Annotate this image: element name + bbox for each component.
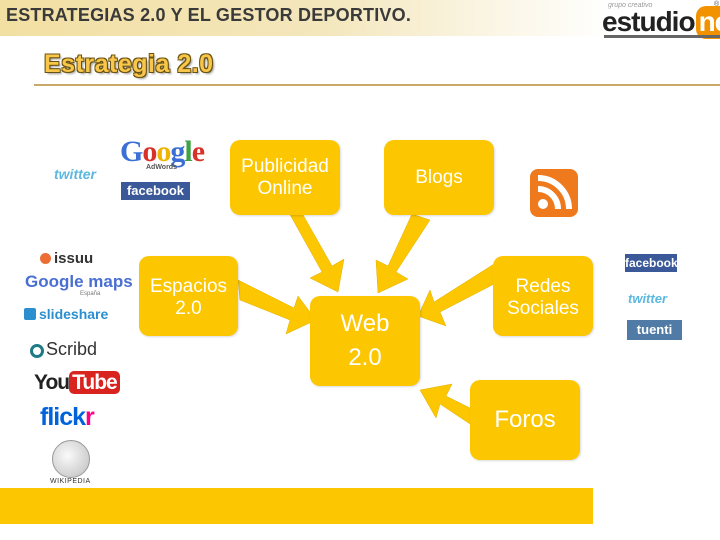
estudionet-logo[interactable]: estudionet <box>602 6 720 39</box>
arrow-foros-to-web <box>419 383 477 429</box>
google-letter: G <box>120 135 143 168</box>
google-letter: o <box>156 135 171 168</box>
google-letter: l <box>184 135 192 168</box>
slideshare-logo: slideshare <box>24 306 108 322</box>
arrow-publicidad-to-web <box>277 205 345 293</box>
scribd-logo: Scribd <box>30 339 97 360</box>
arrow-espacios-to-web <box>237 279 317 335</box>
issuu-label: issuu <box>54 250 94 267</box>
arrow-redes-to-web <box>417 263 499 327</box>
rss-feed-icon <box>530 169 578 217</box>
flickr-logo: flickr <box>40 403 95 432</box>
web-label: Web <box>340 310 390 337</box>
node-foros: Foros <box>470 380 580 460</box>
logo-accent-text: net <box>695 6 720 39</box>
web-version-label: 2.0 <box>348 344 382 371</box>
node-redes-sociales: Redes Sociales <box>493 256 593 336</box>
scribd-icon <box>30 344 44 358</box>
node-espacios: Espacios 2.0 <box>139 256 238 336</box>
logo-underline <box>604 35 720 38</box>
google-letter: g <box>170 135 185 168</box>
google-letter: o <box>142 135 157 168</box>
facebook-logo: facebook <box>121 182 190 200</box>
rss-glyph <box>537 175 572 210</box>
google-adwords-logo: Google <box>120 135 205 168</box>
header-bar <box>0 0 720 36</box>
registered-mark: ® <box>714 1 720 8</box>
node-publicidad-online: Publicidad Online <box>230 140 340 215</box>
issuu-icon <box>40 253 51 264</box>
slide-subtitle: Estrategia 2.0 <box>44 50 214 78</box>
youtube-you: You <box>34 371 70 394</box>
slideshare-label: slideshare <box>39 306 109 322</box>
arrow-blogs-to-web <box>375 213 431 294</box>
subtitle-divider <box>34 84 720 86</box>
logo-main-text: estudio <box>602 6 696 37</box>
issuu-logo: issuu <box>40 250 93 267</box>
adwords-label: AdWords <box>146 164 177 171</box>
node-blogs: Blogs <box>384 140 494 215</box>
flickr-text-blue: flick <box>40 403 86 431</box>
youtube-tube: Tube <box>69 371 120 394</box>
footer-bar <box>0 488 593 524</box>
slideshare-icon <box>24 308 36 320</box>
tuenti-logo: tuenti <box>627 320 682 340</box>
google-letter: e <box>191 135 205 168</box>
scribd-label: Scribd <box>46 339 98 359</box>
wikipedia-label: WIKIPEDIA <box>50 478 91 485</box>
facebook-logo-right: facebook <box>625 254 678 272</box>
node-web-center: Web 2.0 <box>310 296 420 386</box>
google-maps-logo: Google maps <box>25 272 133 291</box>
wikipedia-globe-icon <box>52 440 90 478</box>
twitter-logo: twitter <box>54 166 96 182</box>
page-title: ESTRATEGIAS 2.0 Y EL GESTOR DEPORTIVO. <box>6 5 412 25</box>
flickr-text-pink: r <box>85 403 95 431</box>
google-maps-sublabel: España <box>80 291 101 297</box>
logo-tagline: grupo creativo <box>608 2 653 9</box>
twitter-logo-right: twitter <box>628 291 667 306</box>
